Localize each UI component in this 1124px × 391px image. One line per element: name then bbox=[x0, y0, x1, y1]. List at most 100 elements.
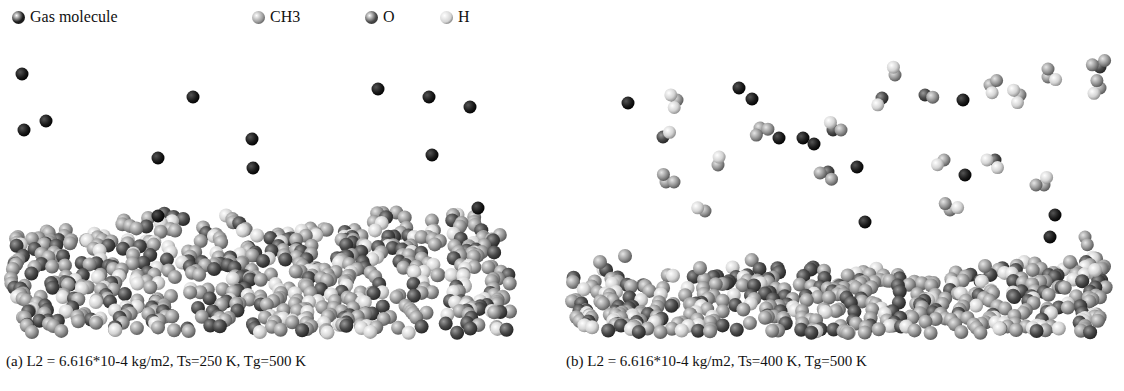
ch3-sphere bbox=[192, 268, 206, 282]
h-sphere bbox=[991, 161, 1004, 174]
h-sphere bbox=[713, 151, 726, 164]
h-sphere bbox=[236, 224, 250, 238]
gas-sphere bbox=[152, 152, 165, 165]
ch3-sphere bbox=[487, 305, 501, 319]
gas-sphere bbox=[746, 93, 759, 106]
gas-sphere bbox=[472, 202, 485, 215]
o-sphere bbox=[118, 287, 132, 301]
ch3-sphere bbox=[1030, 179, 1043, 192]
h-sphere bbox=[981, 153, 994, 166]
h-sphere bbox=[363, 325, 377, 339]
legend-swatch bbox=[365, 11, 378, 24]
gas-sphere bbox=[426, 149, 439, 162]
h-sphere bbox=[253, 325, 267, 339]
h-sphere bbox=[951, 201, 964, 214]
legend-label: O bbox=[383, 8, 395, 26]
ch3-sphere bbox=[618, 249, 632, 263]
ch3-sphere bbox=[825, 173, 838, 186]
gas-sphere bbox=[622, 97, 635, 110]
gas-sphere bbox=[152, 210, 165, 223]
ch3-sphere bbox=[89, 316, 103, 330]
ch3-sphere bbox=[657, 168, 670, 181]
ch3-sphere bbox=[151, 320, 165, 334]
ch3-sphere bbox=[274, 323, 288, 337]
ch3-sphere bbox=[703, 324, 717, 338]
o-sphere bbox=[730, 323, 744, 337]
panel-caption: (a) L2 = 6.616*10-4 kg/m2, Ts=250 K, Tg=… bbox=[6, 352, 306, 370]
gas-sphere bbox=[859, 216, 872, 229]
ch3-sphere bbox=[1009, 323, 1023, 337]
ch3-sphere bbox=[45, 260, 59, 274]
ch3-sphere bbox=[993, 322, 1007, 336]
h-sphere bbox=[986, 86, 999, 99]
h-sphere bbox=[993, 322, 1007, 336]
h-sphere bbox=[931, 158, 944, 171]
gas-sphere bbox=[808, 138, 821, 151]
ch3-sphere bbox=[973, 326, 987, 340]
legend-label: H bbox=[458, 8, 470, 26]
h-sphere bbox=[368, 223, 382, 237]
h-sphere bbox=[1007, 84, 1020, 97]
ch3-sphere bbox=[841, 326, 855, 340]
ch3-sphere bbox=[668, 176, 681, 189]
o-sphere bbox=[500, 323, 514, 337]
ch3-sphere bbox=[693, 261, 707, 275]
h-sphere bbox=[226, 272, 240, 286]
gas-sphere bbox=[959, 169, 972, 182]
ch3-sphere bbox=[1026, 263, 1040, 277]
h-sphere bbox=[1040, 171, 1053, 184]
ch3-sphere bbox=[736, 303, 750, 317]
gas-sphere bbox=[187, 91, 200, 104]
ch3-sphere bbox=[835, 124, 848, 137]
gas-sphere bbox=[957, 94, 970, 107]
ch3-sphere bbox=[167, 323, 181, 337]
o-sphere bbox=[278, 253, 292, 267]
ch3-sphere bbox=[765, 324, 779, 338]
ch3-sphere bbox=[54, 324, 68, 338]
h-sphere bbox=[1052, 322, 1066, 336]
ch3-sphere bbox=[182, 324, 196, 338]
h-sphere bbox=[668, 101, 681, 114]
ch3-sphere bbox=[129, 221, 143, 235]
ch3-sphere bbox=[1063, 255, 1077, 269]
o-sphere bbox=[601, 324, 615, 338]
ch3-sphere bbox=[431, 268, 445, 282]
ch3-sphere bbox=[254, 273, 268, 287]
ch3-sphere bbox=[924, 326, 938, 340]
ch3-sphere bbox=[108, 323, 122, 337]
ch3-sphere bbox=[1081, 238, 1094, 251]
o-sphere bbox=[632, 325, 646, 339]
o-sphere bbox=[804, 326, 818, 340]
ch3-sphere bbox=[428, 237, 442, 251]
ch3-sphere bbox=[168, 270, 182, 284]
ch3-sphere bbox=[168, 224, 182, 238]
ch3-sphere bbox=[1061, 301, 1075, 315]
ch3-sphere bbox=[908, 323, 922, 337]
o-sphere bbox=[256, 254, 270, 268]
gas-sphere bbox=[464, 101, 477, 114]
ch3-sphere bbox=[1091, 314, 1105, 328]
gas-sphere bbox=[16, 68, 29, 81]
ch3-sphere bbox=[1090, 74, 1103, 87]
legend-swatch bbox=[12, 11, 25, 24]
ch3-sphere bbox=[761, 123, 774, 136]
h-sphere bbox=[585, 320, 599, 334]
h-sphere bbox=[108, 323, 122, 337]
o-sphere bbox=[1083, 325, 1097, 339]
o-sphere bbox=[339, 319, 353, 333]
ch3-sphere bbox=[743, 316, 757, 330]
h-sphere bbox=[969, 299, 983, 313]
gas-sphere bbox=[1049, 209, 1062, 222]
ch3-sphere bbox=[593, 255, 607, 269]
ch3-sphere bbox=[503, 277, 517, 291]
ch3-sphere bbox=[758, 311, 772, 325]
gas-sphere bbox=[40, 115, 53, 128]
ch3-sphere bbox=[1042, 63, 1055, 76]
ch3-sphere bbox=[990, 74, 1003, 87]
h-sphere bbox=[663, 126, 676, 139]
ch3-sphere bbox=[143, 280, 157, 294]
o-sphere bbox=[213, 319, 227, 333]
o-sphere bbox=[691, 324, 705, 338]
o-sphere bbox=[1030, 324, 1044, 338]
